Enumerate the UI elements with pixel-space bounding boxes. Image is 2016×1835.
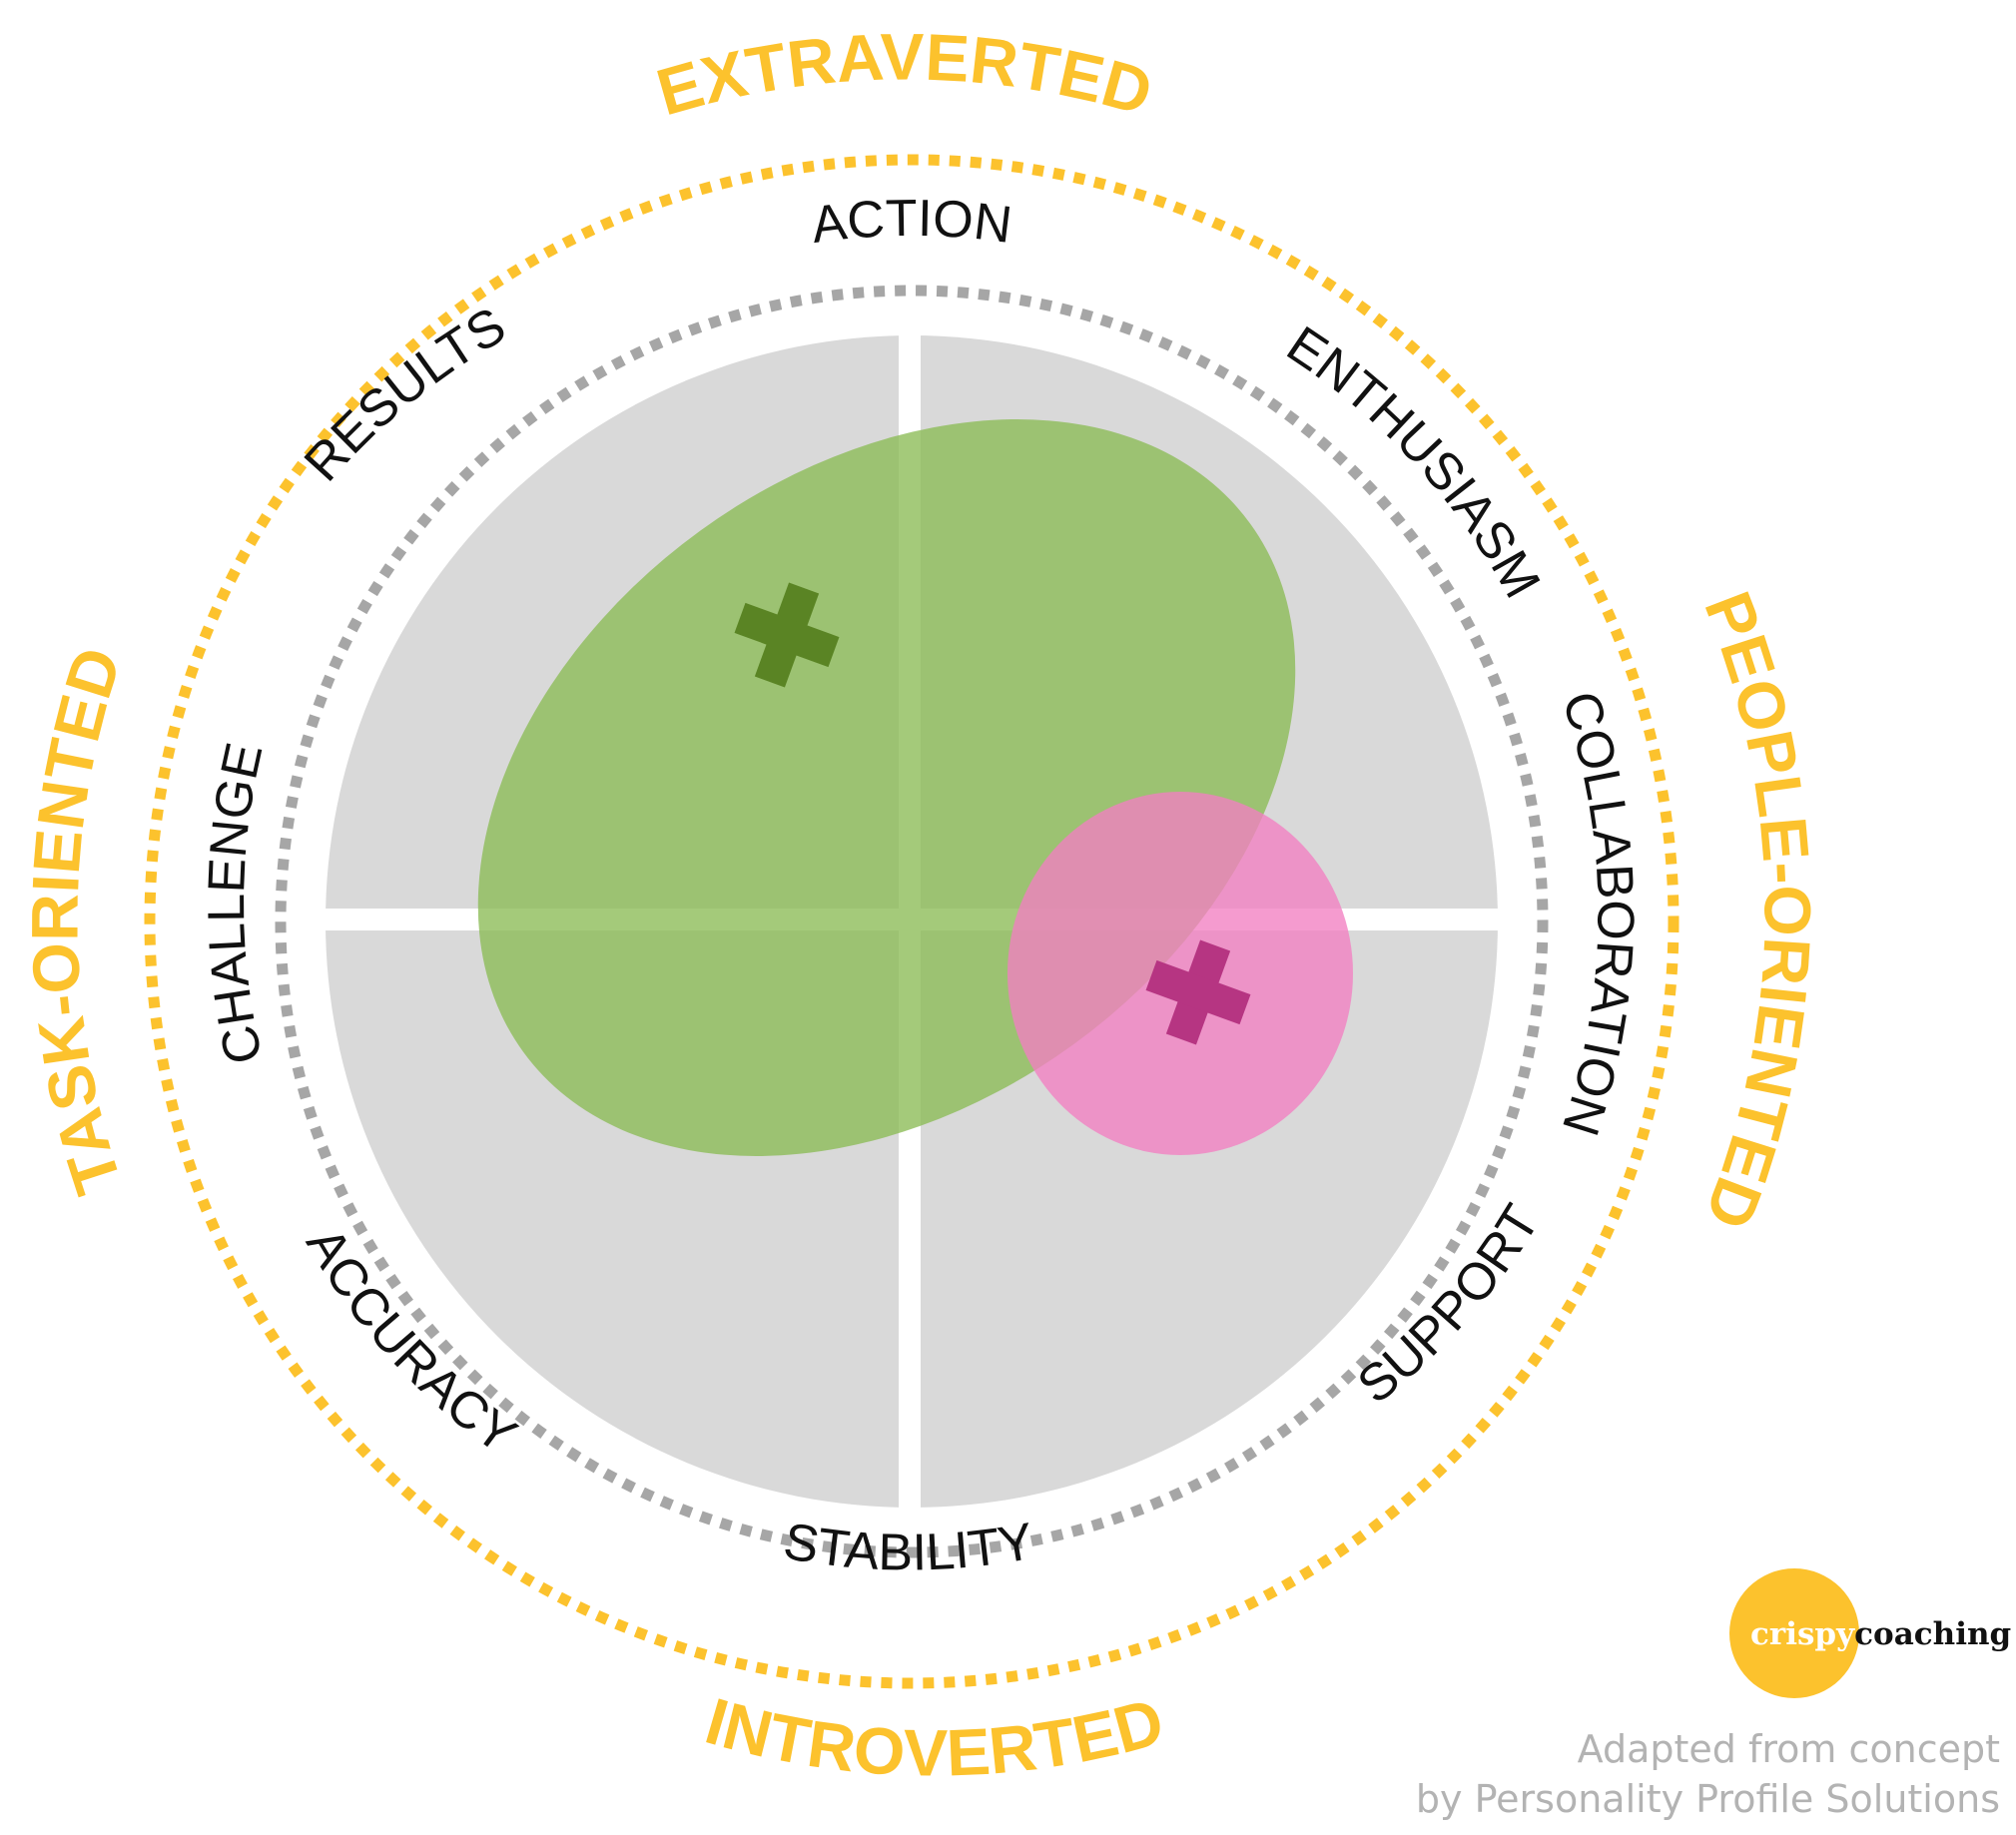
svg-text:EXTRAVERTED: EXTRAVERTED — [649, 20, 1160, 130]
inner-dotted-ring — [275, 285, 1549, 1558]
outer-dotted-ring — [144, 154, 1680, 1689]
crispycoaching-logo: crispycoaching — [1729, 1568, 2011, 1698]
svg-text:crispycoaching: crispycoaching — [1750, 1616, 2011, 1652]
credit-line-1: Adapted from concept — [1578, 1727, 2000, 1771]
svg-text:TASK-ORIENTED: TASK-ORIENTED — [17, 639, 135, 1203]
svg-text:ACTION: ACTION — [808, 190, 1014, 255]
svg-text:COLLABORATION: COLLABORATION — [1551, 685, 1645, 1142]
pink-plus-icon — [1145, 939, 1251, 1045]
trait-label-action: ACTION — [808, 190, 1014, 255]
axis-label-extraverted: EXTRAVERTED — [649, 20, 1160, 130]
logo-text-coaching: coaching — [1854, 1616, 2011, 1652]
green-plus-icon — [734, 582, 840, 688]
trait-label-challenge: CHALLENGE — [198, 738, 275, 1069]
svg-text:INTROVERTED: INTROVERTED — [698, 1683, 1171, 1789]
yellow-circle-logo-icon — [1729, 1568, 1859, 1698]
axis-label-introverted: INTROVERTED — [698, 1683, 1171, 1789]
trait-label-stability: STABILITY — [780, 1513, 1038, 1582]
svg-text:STABILITY: STABILITY — [780, 1513, 1038, 1582]
axis-label-people-oriented: PEOPLE-ORIENTED — [1690, 582, 1824, 1239]
credit-line-2: by Personality Profile Solutions — [1416, 1777, 2000, 1821]
svg-text:CHALLENGE: CHALLENGE — [198, 738, 275, 1069]
axis-label-task-oriented: TASK-ORIENTED — [17, 639, 135, 1203]
trait-label-collaboration: COLLABORATION — [1551, 685, 1645, 1142]
logo-text-crispy: crispy — [1750, 1616, 1855, 1652]
svg-text:PEOPLE-ORIENTED: PEOPLE-ORIENTED — [1690, 582, 1824, 1239]
